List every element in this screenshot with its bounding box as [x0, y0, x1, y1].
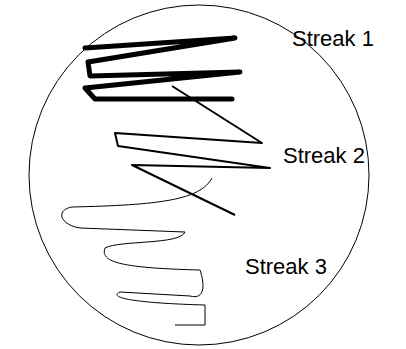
streak-label: Streak 1 [290, 26, 376, 52]
streak-label: Streak 3 [243, 254, 329, 280]
petri-dish [29, 5, 369, 345]
streak-one [85, 38, 240, 99]
streak-label: Streak 2 [281, 143, 367, 169]
streak-two [115, 86, 270, 215]
streak-three [62, 178, 212, 325]
